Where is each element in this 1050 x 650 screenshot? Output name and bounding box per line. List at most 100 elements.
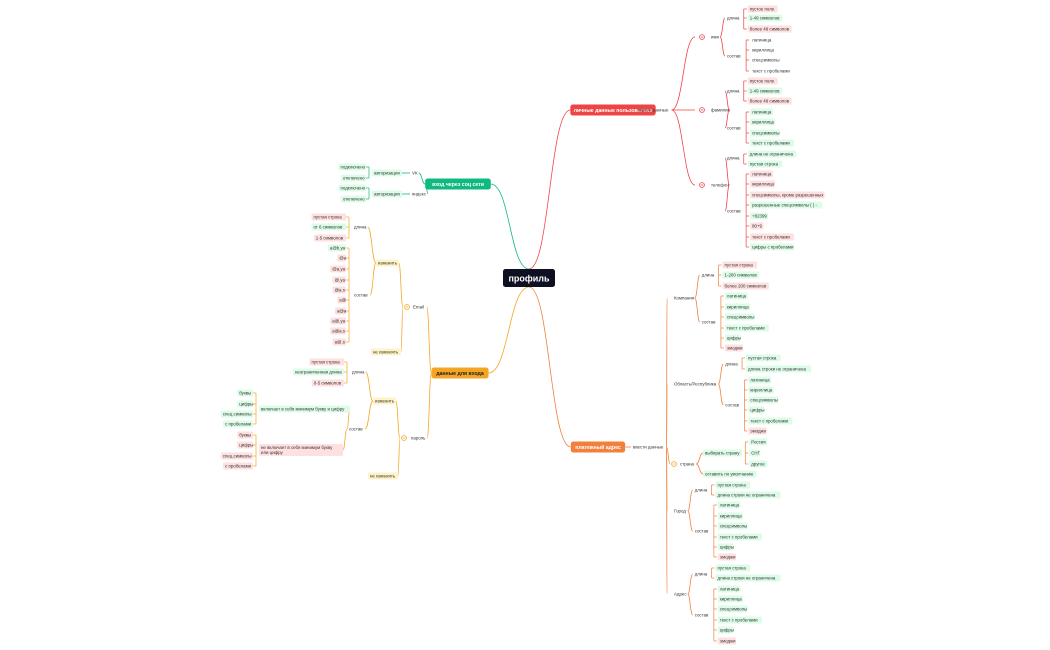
composition-option-bg — [724, 334, 741, 342]
length-option: 0-5 символов — [314, 381, 342, 386]
field-phone: телефон — [711, 183, 729, 188]
connector — [687, 510, 694, 532]
length-option-bg — [747, 14, 783, 22]
length-option: от 6 символов — [313, 225, 343, 230]
composition-option: цифры — [750, 408, 764, 413]
composition-option-bg — [332, 286, 346, 294]
composition-option-bg — [717, 501, 741, 509]
length-option: неограниченная длина — [295, 370, 342, 375]
connector — [724, 90, 730, 111]
field-region: Область/Республика — [674, 382, 717, 387]
composition-option-bg — [724, 303, 751, 311]
composition-option: разрешенные спецсимволы ( ) - — [752, 203, 817, 208]
password-sample-bg — [223, 462, 253, 470]
personal-action: ввести данные — [638, 108, 669, 113]
length-option: пустое поле — [750, 79, 775, 84]
length-option-bg — [747, 25, 792, 33]
password-sample: с пробелами — [225, 422, 251, 427]
connector-login — [488, 286, 530, 374]
branch-personal[interactable]: личные данные пользователя — [574, 108, 653, 114]
field-email: Email — [413, 305, 424, 310]
composition-option: кириллица — [720, 514, 742, 519]
composition-option-bg — [717, 637, 736, 645]
composition-option: спецсимволы — [752, 131, 780, 136]
composition-label: состав — [727, 54, 741, 59]
length-option-bg — [722, 271, 760, 279]
connector — [687, 489, 694, 512]
branch-social[interactable]: вход через соц сети — [432, 182, 484, 188]
composition-option: текст с пробелами — [720, 535, 758, 540]
connector — [397, 437, 401, 477]
branch-personal-bg — [570, 104, 656, 116]
composition-option-bg — [717, 626, 734, 634]
length-option: пустая строка — [748, 356, 777, 361]
composition-option: кириллица — [752, 120, 774, 125]
composition-option-bg — [724, 313, 755, 321]
composition-option: a@.ya — [332, 319, 345, 324]
country-choose-option-bg — [703, 449, 743, 457]
length-option: пустая строка — [718, 566, 747, 571]
composition-option: @a.s — [335, 288, 346, 293]
connection-state: отключено — [343, 197, 365, 202]
connector — [342, 428, 348, 451]
composition-option: кириллица — [752, 182, 774, 187]
country-option-bg — [749, 449, 761, 457]
connector — [695, 452, 704, 465]
composition-option-bg — [717, 543, 734, 551]
length-label: длина — [702, 273, 715, 278]
branch-login[interactable]: данные для входа — [436, 371, 484, 377]
country-option-bg — [749, 460, 768, 468]
connector — [671, 36, 696, 111]
password-nochange-option: не изменять — [370, 474, 396, 479]
connection-state-bg — [338, 163, 366, 171]
password-sample: цифры — [239, 443, 253, 448]
composition-label: состав — [727, 126, 741, 131]
branch-payment[interactable]: платежный адрес — [575, 444, 621, 451]
length-option-bg — [747, 77, 778, 85]
composition-option: a@ — [339, 298, 346, 303]
length-option: длина не ограничена — [750, 152, 794, 157]
composition-option: цифры с пробелами — [752, 245, 794, 250]
length-option-bg — [311, 379, 344, 387]
length-label: длина — [695, 488, 708, 493]
composition-option-bg — [750, 108, 773, 116]
connection-state: подключено — [341, 165, 366, 170]
composition-label: состав — [695, 613, 709, 618]
composition-option-bg — [327, 244, 346, 252]
field-name: имя — [711, 35, 719, 40]
composition-option: текст с пробелами — [750, 419, 788, 424]
composition-option: +82399 — [752, 214, 767, 219]
connector-payment — [528, 286, 571, 448]
branch-login-bg — [431, 367, 489, 379]
length-option: пустое поле — [750, 7, 775, 12]
payment-action: ввести данные — [633, 445, 664, 450]
composition-option-bg — [717, 605, 748, 613]
composition-option: спецсимволы, кроме разрешенных — [752, 193, 824, 198]
length-option-bg — [715, 481, 751, 489]
composition-option-bg — [748, 376, 772, 384]
composition-option-bg — [337, 296, 346, 304]
length-option-bg — [747, 5, 778, 13]
composition-option: @a — [339, 256, 346, 261]
length-option: 1-5 символов — [316, 236, 344, 241]
connector — [426, 306, 432, 374]
field-country: страна — [680, 462, 695, 467]
composition-option: кириллица — [752, 48, 774, 53]
length-option-bg — [309, 358, 344, 366]
password-change-option-bg — [373, 397, 396, 405]
password-nochange-option-bg — [368, 472, 398, 480]
composition-option: кириллица — [720, 597, 742, 602]
password-sample: спец.символы — [223, 454, 252, 459]
line: не включает в себя минимум букву — [261, 445, 333, 450]
composition-option: спецсимволы — [750, 398, 778, 403]
length-option-bg — [311, 213, 346, 221]
length-option: более 49 символов — [750, 27, 790, 32]
auth-option: авторизация — [374, 171, 400, 176]
length-option-bg — [715, 491, 781, 499]
composition-option-bg — [750, 170, 773, 178]
connector — [367, 226, 377, 264]
root-node[interactable]: профиль — [508, 273, 550, 283]
length-option-bg — [293, 368, 344, 376]
